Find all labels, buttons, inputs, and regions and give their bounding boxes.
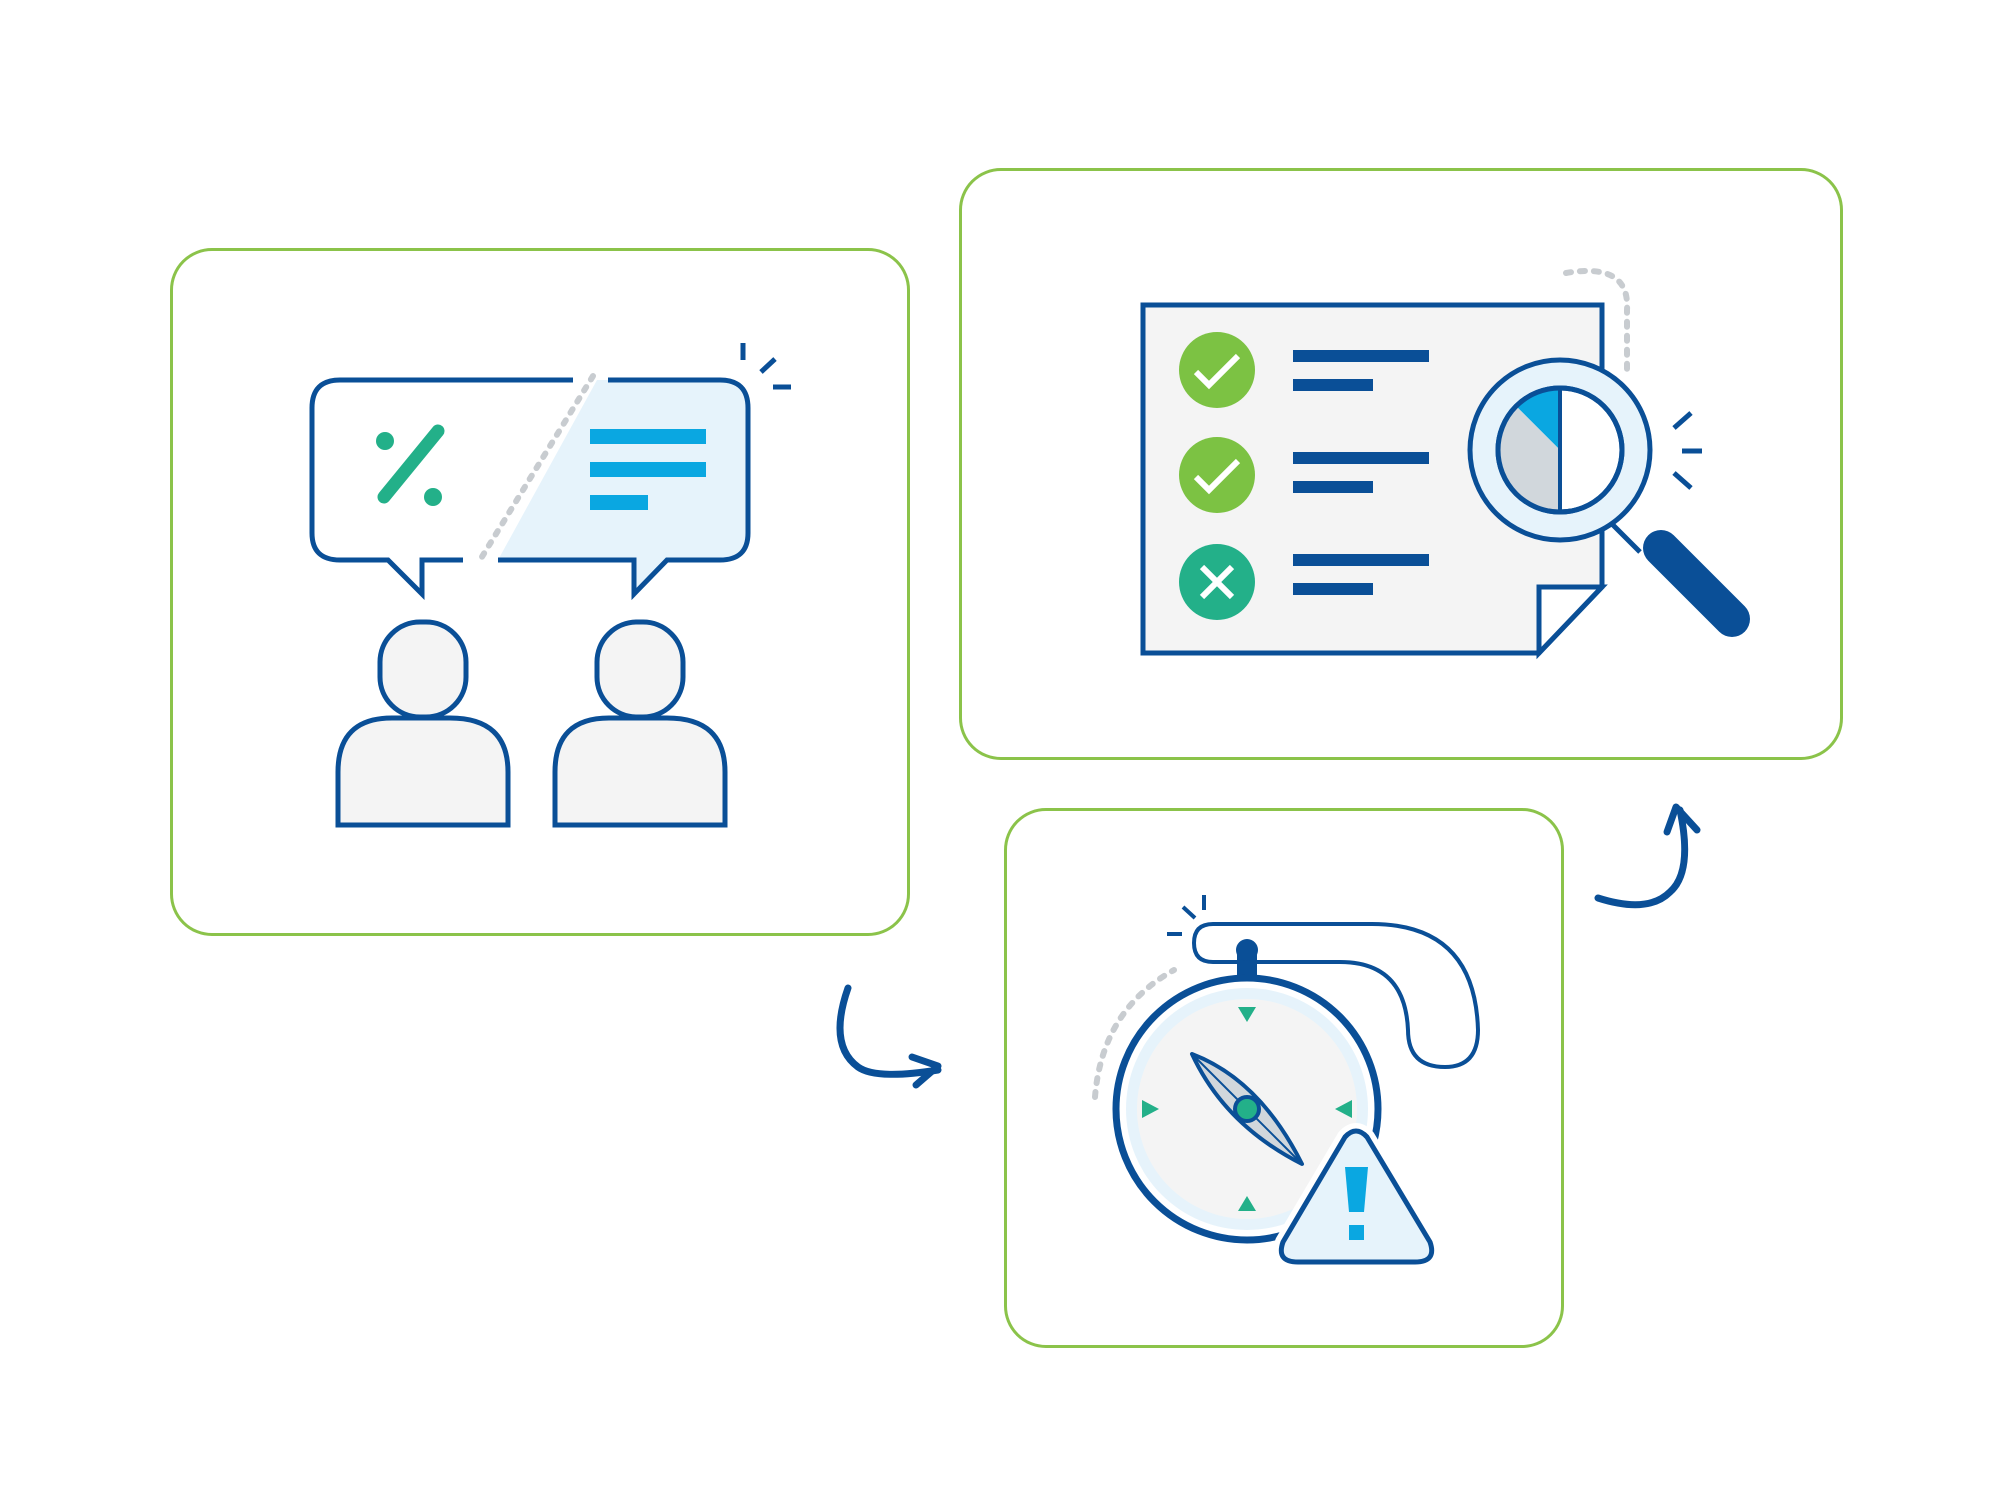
compass-stopwatch-icon xyxy=(1112,922,1481,1244)
magnifier-pie-chart-icon xyxy=(1467,357,1750,637)
list-line xyxy=(1293,554,1429,595)
check-circle-icon xyxy=(1179,332,1255,408)
discussion-panel xyxy=(170,248,910,936)
sparkle-icon xyxy=(1672,411,1702,490)
curved-arrow-up-right-icon xyxy=(1594,803,1701,909)
sparkle-icon xyxy=(740,343,791,390)
sparkle-icon xyxy=(1167,895,1206,936)
speech-bubble-text-icon xyxy=(498,377,751,601)
speech-bubble-percent-icon xyxy=(309,377,573,601)
dotted-divider xyxy=(477,373,596,563)
x-circle-icon xyxy=(1179,544,1255,620)
dotted-trail xyxy=(1563,267,1631,375)
warning-triangle-icon xyxy=(1273,1123,1440,1270)
person-icon xyxy=(335,619,511,828)
document-icon xyxy=(1140,302,1608,660)
check-circle-icon xyxy=(1179,437,1255,513)
curved-arrow-down-right-icon xyxy=(836,984,942,1089)
list-line xyxy=(1293,452,1429,493)
dotted-trail xyxy=(1092,967,1177,1100)
person-icon xyxy=(552,619,728,828)
list-line xyxy=(1293,350,1429,391)
